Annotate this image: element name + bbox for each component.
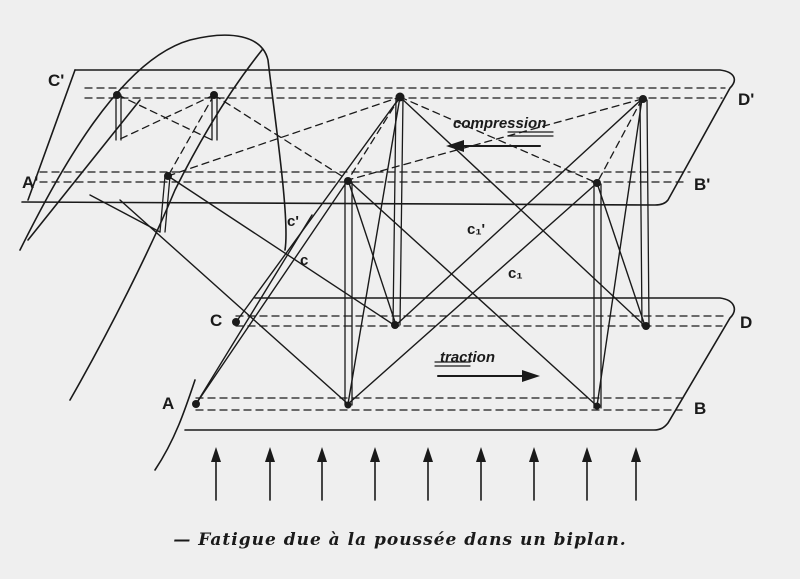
strut-4b [646, 99, 650, 327]
wire-lower-1 [347, 96, 401, 405]
wire-lower-6 [399, 96, 646, 327]
wire-a-up [195, 179, 349, 405]
strut-7b [164, 175, 171, 233]
upper-bracing-4 [347, 96, 401, 181]
lift-arrowheads [211, 447, 641, 462]
label-d-prime: D' [738, 90, 754, 109]
wire-c-up [235, 96, 401, 323]
fuselage-outline-curve [19, 34, 287, 251]
label-member-c1-prime: c₁' [467, 221, 485, 238]
wire-left-3 [89, 194, 161, 233]
label-compression: compression [453, 115, 546, 132]
strut-2b [399, 97, 404, 326]
upper-bracing-6 [596, 98, 643, 184]
lower-wing-outline [184, 297, 736, 431]
wire-lower-8 [596, 182, 646, 327]
label-b: B [694, 399, 706, 418]
strut-7a [159, 175, 166, 233]
traction-arrowhead [522, 370, 540, 382]
lift-arrows [215, 454, 637, 501]
wire-lower-2 [347, 179, 397, 326]
strut-2a [392, 97, 397, 326]
wire-lower-7 [596, 98, 643, 407]
label-member-c1: c₁ [508, 265, 523, 282]
upper-bracing-2 [117, 94, 215, 141]
fuselage-lower-curve [69, 49, 263, 401]
figure-caption: — Fatigue due à la poussée dans un bipla… [173, 530, 627, 550]
label-c-prime: C' [48, 71, 64, 90]
wire-lower-4 [347, 179, 598, 407]
wire-left-2 [167, 175, 395, 326]
wire-c-prime [195, 214, 313, 405]
fuselage-left-curve [27, 99, 141, 241]
upper-bracing-7 [347, 98, 643, 181]
upper-bracing-5 [399, 96, 598, 184]
compression-arrowhead [446, 140, 464, 152]
label-traction: traction [440, 349, 495, 366]
label-d: D [740, 313, 752, 332]
label-c: C [210, 311, 222, 330]
node-dots [113, 91, 650, 410]
wire-left-1 [119, 199, 349, 405]
wire-lower-5 [395, 98, 643, 326]
label-member-c-prime: c' [287, 213, 299, 230]
label-a: A [162, 394, 174, 413]
strut-4a [639, 99, 643, 327]
upper-bracing-9 [167, 96, 401, 177]
fuselage-bottom-curve [154, 379, 196, 471]
label-b-prime: B' [694, 175, 710, 194]
label-a-prime: A' [22, 173, 38, 192]
upper-wing-back-edge [27, 69, 76, 201]
upper-bracing-3 [167, 94, 215, 177]
label-member-c: c [300, 252, 308, 269]
upper-wing-outline [21, 69, 736, 206]
